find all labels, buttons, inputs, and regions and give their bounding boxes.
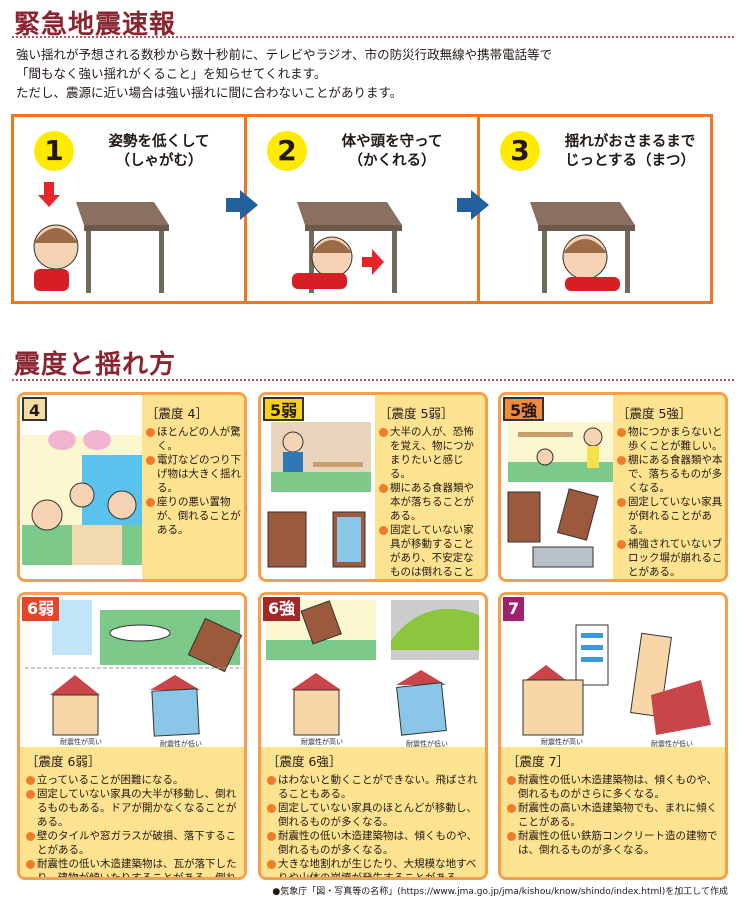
description-item: ほとんどの人が驚く。 <box>146 425 243 453</box>
collapsed-buildings-illustration <box>522 624 711 736</box>
caption-high: 耐震性が高い <box>541 738 583 746</box>
wall-collapse-illustration <box>507 422 613 568</box>
card-heading: ［震度 5強］ <box>617 406 692 421</box>
description-panel: ［震度 6弱］ 立っていることが困難になる。固定していない家具の大半が移動し、倒… <box>20 747 244 877</box>
arrow-icon <box>457 198 471 212</box>
source-credit: ●気象庁「図・写真等の名称」(https://www.jma.go.jp/jma… <box>272 887 728 897</box>
card-heading: ［震度 6強］ <box>267 754 342 769</box>
description-item: 固定していない家具のほとんどが移動し、倒れるものが多くなる。 <box>267 801 479 829</box>
description-panel: ［震度 5弱］ 大半の人が、恐怖を覚え、物につかまりたいと感じる。棚にある食器類… <box>375 395 485 579</box>
description-item: 棚にある食器類や本で、落ちるものが多くなる。 <box>617 453 724 495</box>
card-heading: ［震度 7］ <box>507 754 569 769</box>
step-1: 1 姿勢を低くして （しゃがむ） <box>14 117 247 301</box>
section-title-intensity: 震度と揺れ方 <box>14 350 177 380</box>
card-intensity-4: 4 ［震度 4］ ほとんどの人が驚く。電灯などのつり下げ物は大きく揺れる。座りの… <box>17 392 247 582</box>
description-item: 立っていることが困難になる。 <box>26 773 238 787</box>
description-item: 座りの悪い置物が、倒れることがある。 <box>146 495 243 537</box>
caption-high: 耐震性が高い <box>60 738 102 746</box>
divider <box>12 379 734 381</box>
card-heading: ［震度 4］ <box>146 406 208 421</box>
card-heading: ［震度 5弱］ <box>379 406 454 421</box>
step-line: じっとする（まつ） <box>564 153 696 169</box>
intensity-badge: 6弱 <box>22 597 60 621</box>
step-2: 2 体や頭を守って （かくれる） <box>247 117 480 301</box>
description-item: 耐震性の低い木造建築物は、瓦が落下したり、建物が傾いたりすることがある。倒れるも… <box>26 857 238 877</box>
description-panel: ［震度 7］ 耐震性の低い木造建築物は、傾くものや、倒れるものがさらに多くなる。… <box>501 747 725 877</box>
arrow-icon <box>471 190 489 220</box>
desc-line: 強い揺れが予想される数秒から数十秒前に、テレビやラジオ、市の防災行政無線や携帯電… <box>16 47 553 62</box>
family-shaking-illustration <box>22 430 142 565</box>
step-number: 3 <box>500 131 540 171</box>
card-heading: ［震度 6弱］ <box>26 754 101 769</box>
step-number: 1 <box>34 131 74 171</box>
intensity-badge: 6強 <box>263 597 301 621</box>
intensity-badge: 4 <box>22 397 48 421</box>
section-title-eew: 緊急地震速報 <box>14 10 177 40</box>
description-item: 固定していない家具の大半が移動し、倒れるものもある。ドアが開かなくなることがある… <box>26 787 238 829</box>
fear-and-furniture-illustration <box>267 422 371 568</box>
arrow-icon <box>240 190 258 220</box>
description-item: はわないと動くことができない。飛ばされることもある。 <box>267 773 479 801</box>
hide-illustration <box>292 202 402 293</box>
description-item: 大きな地割れが生じたり、大規模な地すべりや山体の崩壊が発生することがある。 <box>267 857 479 877</box>
wait-illustration <box>530 202 635 293</box>
step-text: 体や頭を守って （かくれる） <box>317 133 467 171</box>
step-line: 姿勢を低くして <box>108 134 210 150</box>
caption-high: 耐震性が高い <box>301 738 343 746</box>
caption-low: 耐震性が低い <box>651 740 693 748</box>
step-line: 揺れがおさまるまで <box>564 134 696 150</box>
card-intensity-7: 7 耐震性が高い 耐震性が低い ［震度 7］ 耐震性の低い木造建築物は、傾くもの… <box>498 592 728 880</box>
step-number: 2 <box>267 131 307 171</box>
divider <box>12 36 734 38</box>
description-item: 耐震性の低い鉄筋コンクリート造の建物では、倒れるものが多くなる。 <box>507 829 719 857</box>
desc-line: 「間もなく強い揺れがくること」を知らせてくれます。 <box>16 66 327 81</box>
step-line: （しゃがむ） <box>115 153 203 169</box>
description-item: 耐震性の高い木造建築物でも、まれに傾くことがある。 <box>507 801 719 829</box>
step-text: 揺れがおさまるまでじっとする（まつ） <box>550 133 710 171</box>
description-item: 耐震性の低い木造建築物は、傾くものや、倒れるものがさらに多くなる。 <box>507 773 719 801</box>
description-item: 電灯などのつり下げ物は大きく揺れる。 <box>146 453 243 495</box>
caption-low: 耐震性が低い <box>160 740 202 748</box>
description-item: 壁のタイルや窓ガラスが破損、落下することがある。 <box>26 829 238 857</box>
step-text: 姿勢を低くして （しゃがむ） <box>84 133 234 171</box>
crouch-illustration <box>33 182 169 293</box>
description-item: 固定していない家具が移動することがあり、不安定なものは倒れることがある。 <box>379 523 484 579</box>
step-line: （かくれる） <box>348 153 436 169</box>
action-steps: 1 姿勢を低くして （しゃがむ） 2 体や頭を守って （かくれる） 3 揺れがおさま… <box>11 114 713 304</box>
step-line: 体や頭を守って <box>341 134 443 150</box>
step-3: 3 揺れがおさまるまでじっとする（まつ） <box>480 117 710 301</box>
description-item: 耐震性の低い木造建築物は、傾くものや、倒れるものが多くなる。 <box>267 829 479 857</box>
caption-low: 耐震性が低い <box>406 740 448 748</box>
description-panel: ［震度 5強］ 物につかまらないと歩くことが難しい。棚にある食器類や本で、落ちる… <box>613 395 725 579</box>
intensity-badge: 7 <box>503 597 525 621</box>
description-item: 補強されていないブロック塀が崩れることがある。 <box>617 537 724 579</box>
description-item: 物につかまらないと歩くことが難しい。 <box>617 425 724 453</box>
card-intensity-6-lower: 6弱 耐震性が高い 耐震性が低い ［震度 6弱］ 立っていることが困難になる。固… <box>17 592 247 880</box>
description-item: 固定していない家具が倒れることがある。 <box>617 495 724 537</box>
description-panel: ［震度 6強］ はわないと動くことができない。飛ばされることもある。固定していな… <box>261 747 485 877</box>
arrow-icon <box>226 198 240 212</box>
description-item: 棚にある食器類や本が落ちることがある。 <box>379 481 484 523</box>
card-intensity-5-lower: 5弱 ［震度 5弱］ 大半の人が、恐怖を覚え、物につかまりたいと感じる。棚にある… <box>258 392 488 582</box>
eew-description: 強い揺れが予想される数秒から数十秒前に、テレビやラジオ、市の防災行政無線や携帯電… <box>16 45 552 102</box>
card-intensity-6-upper: 6強 耐震性が高い 耐震性が低い ［震度 6強］ はわないと動くことができない。… <box>258 592 488 880</box>
desc-line: ただし、震源に近い場合は強い揺れに間に合わないことがあります。 <box>16 85 403 100</box>
card-intensity-5-upper: 5強 ［震度 5強］ 物につかまらないと歩くことが難しい。棚にある食器類や本で、… <box>498 392 728 582</box>
description-item: 大半の人が、恐怖を覚え、物につかまりたいと感じる。 <box>379 425 484 481</box>
intensity-badge: 5弱 <box>263 397 305 421</box>
description-panel: ［震度 4］ ほとんどの人が驚く。電灯などのつり下げ物は大きく揺れる。座りの悪い… <box>142 395 244 579</box>
intensity-badge: 5強 <box>503 397 545 421</box>
